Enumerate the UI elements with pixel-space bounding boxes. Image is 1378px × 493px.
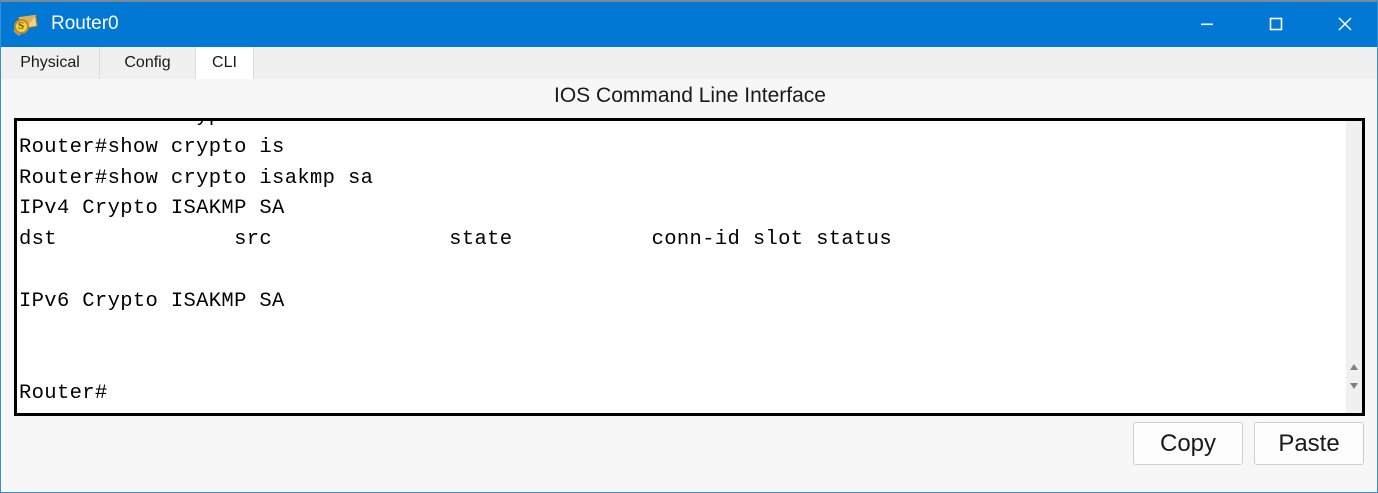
window-controls (1172, 0, 1377, 47)
terminal-actions: Copy Paste (1133, 422, 1364, 465)
scroll-down-arrow-icon[interactable] (1350, 383, 1358, 389)
maximize-button[interactable] (1241, 0, 1310, 47)
paste-button[interactable]: Paste (1254, 422, 1364, 465)
minimize-icon (1200, 23, 1213, 25)
cli-terminal[interactable]: Router#show crypto isakm Router#show cry… (14, 118, 1365, 416)
window-title: Router0 (51, 12, 119, 34)
tab-cli[interactable]: CLI (196, 47, 254, 79)
title-bar-top-edge (1, 0, 1377, 2)
copy-button[interactable]: Copy (1133, 422, 1243, 465)
close-icon (1337, 16, 1352, 31)
tab-bar: Physical Config CLI (1, 47, 1377, 79)
tab-bar-filler (254, 47, 1377, 79)
tab-config[interactable]: Config (100, 47, 196, 79)
minimize-button[interactable] (1172, 0, 1241, 47)
close-button[interactable] (1310, 0, 1377, 47)
terminal-scrollbar[interactable] (1346, 121, 1362, 413)
window-title-bar[interactable]: S Router0 (1, 0, 1377, 47)
packet-tracer-envelope-magnifier-icon: S (12, 11, 39, 37)
cli-terminal-output: Router#show crypto isakm Router#show cry… (19, 121, 892, 406)
maximize-icon (1269, 17, 1282, 30)
tab-physical[interactable]: Physical (1, 47, 100, 79)
panel-title: IOS Command Line Interface (554, 84, 826, 107)
scroll-up-arrow-icon[interactable] (1350, 364, 1358, 370)
